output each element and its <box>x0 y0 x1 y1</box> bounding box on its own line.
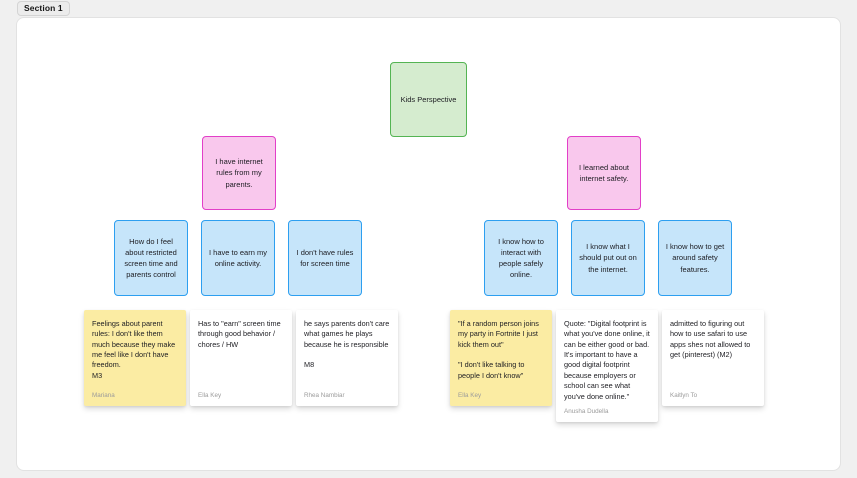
sticky-text: Has to "earn" screen time through good b… <box>198 319 281 349</box>
shape-sub-interact-safely[interactable]: I know how to interact with people safel… <box>484 220 558 296</box>
shape-sub-restricted-screen-time[interactable]: How do I feel about restricted screen ti… <box>114 220 188 296</box>
shape-sub-earn-online-activity[interactable]: I have to earn my online activity. <box>201 220 275 296</box>
sticky-text: Feelings about parent rules: I don't lik… <box>92 319 176 380</box>
shape-sub-around-safety-features[interactable]: I know how to get around safety features… <box>658 220 732 296</box>
sticky-author: Rhea Nambiar <box>304 392 345 400</box>
sticky-author: Ella Key <box>198 392 222 400</box>
sticky-text: he says parents don't care what games he… <box>304 319 390 370</box>
shape-sub-no-rules[interactable]: I don't have rules for screen time <box>288 220 362 296</box>
sticky-note-safari-workaround[interactable]: admitted to figuring out how to use safa… <box>662 310 764 406</box>
sticky-text: "If a random person joins my party in Fo… <box>458 319 539 380</box>
section-label-chip[interactable]: Section 1 <box>17 1 70 16</box>
sticky-note-digital-footprint-quote[interactable]: Quote: "Digital footprint is what you've… <box>556 310 658 422</box>
sticky-author: Anusha Dudella <box>564 408 609 416</box>
shape-theme-internet-safety[interactable]: I learned about internet safety. <box>567 136 641 210</box>
shape-theme-parent-rules[interactable]: I have internet rules from my parents. <box>202 136 276 210</box>
shape-kids-perspective[interactable]: Kids Perspective <box>390 62 467 137</box>
sticky-note-earn-screen-time[interactable]: Has to "earn" screen time through good b… <box>190 310 292 406</box>
sticky-author: Kaitlyn To <box>670 392 698 400</box>
sticky-text: Quote: "Digital footprint is what you've… <box>564 319 650 401</box>
sticky-note-fortnite-kick[interactable]: "If a random person joins my party in Fo… <box>450 310 552 406</box>
sticky-note-parents-dont-care[interactable]: he says parents don't care what games he… <box>296 310 398 406</box>
sticky-note-parent-rules-feelings[interactable]: Feelings about parent rules: I don't lik… <box>84 310 186 406</box>
shape-sub-what-to-put-out[interactable]: I know what I should put out on the inte… <box>571 220 645 296</box>
sticky-author: Mariana <box>92 392 115 400</box>
sticky-author: Ella Key <box>458 392 482 400</box>
sticky-text: admitted to figuring out how to use safa… <box>670 319 751 360</box>
